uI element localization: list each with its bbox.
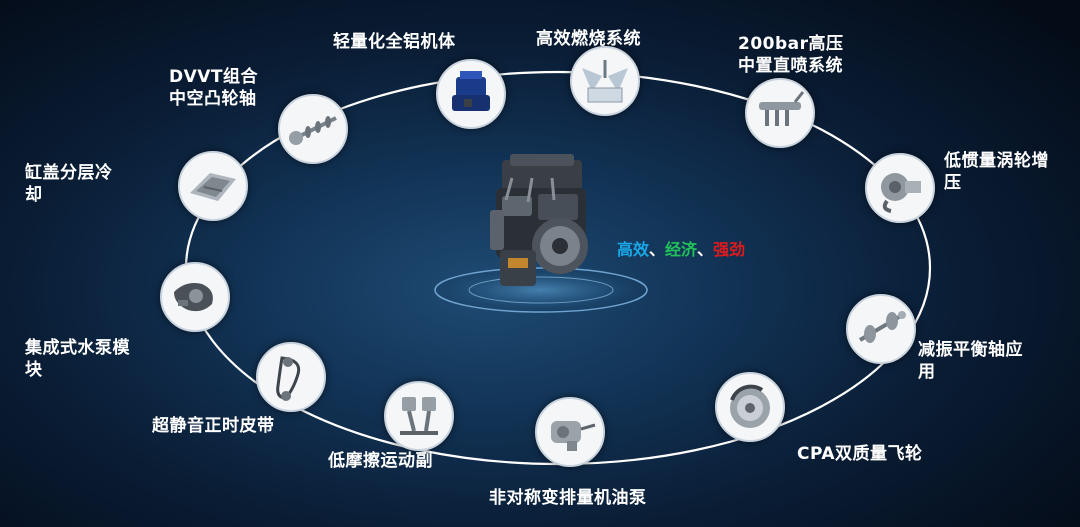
- label-high-pressure-injection: 200bar高压 中置直喷系统: [738, 33, 844, 77]
- label-variable-oil-pump: 非对称变排量机油泵: [489, 488, 647, 508]
- cylinder-head-icon: [178, 151, 248, 221]
- label-timing-belt: 超静音正时皮带: [152, 416, 275, 436]
- engine-platform-inner: [468, 276, 614, 304]
- label-line: 减振平衡轴应: [918, 340, 1023, 360]
- tagline-separator: 、: [697, 240, 714, 259]
- label-line: 低惯量涡轮增: [944, 151, 1049, 171]
- label-dvvt-camshaft: DVVT组合 中空凸轮轴: [169, 66, 258, 110]
- label-efficient-combustion: 高效燃烧系统: [536, 29, 641, 49]
- label-line: 集成式水泵模: [25, 338, 130, 358]
- label-line: 中置直喷系统: [738, 56, 843, 76]
- balance-shaft-icon: [846, 294, 916, 364]
- label-lightweight-aluminum-block: 轻量化全铝机体: [333, 32, 456, 52]
- tagline-economical: 经济: [665, 240, 698, 259]
- label-line: 块: [25, 360, 43, 380]
- label-balance-shaft: 减振平衡轴应 用: [918, 339, 1023, 383]
- label-line: 缸盖分层冷: [25, 163, 113, 183]
- piston-rod-icon: [384, 381, 454, 451]
- combustion-chamber-icon: [570, 46, 640, 116]
- engine-image: [490, 154, 588, 286]
- turbocharger-icon: [865, 153, 935, 223]
- label-cylinder-head-cooling: 缸盖分层冷 却: [25, 162, 113, 206]
- timing-belt-icon: [256, 342, 326, 412]
- label-line: 中空凸轮轴: [169, 89, 257, 109]
- engine-platform: [434, 267, 648, 313]
- label-water-pump: 集成式水泵模 块: [25, 337, 130, 381]
- label-line: 用: [918, 362, 936, 382]
- tagline-efficient: 高效: [617, 240, 650, 259]
- tagline-separator: 、: [649, 240, 666, 259]
- camshaft-icon: [278, 94, 348, 164]
- tagline-powerful: 强劲: [713, 240, 746, 259]
- engine-block-icon: [436, 59, 506, 129]
- flywheel-icon: [715, 372, 785, 442]
- water-pump-icon: [160, 262, 230, 332]
- fuel-injector-rail-icon: [745, 78, 815, 148]
- label-line: 却: [25, 185, 43, 205]
- label-low-inertia-turbo: 低惯量涡轮增 压: [944, 150, 1049, 194]
- oil-pump-icon: [535, 397, 605, 467]
- tagline: 高效、经济、强劲: [617, 236, 745, 260]
- label-line: 压: [944, 173, 962, 193]
- label-dual-mass-flywheel: CPA双质量飞轮: [797, 444, 923, 464]
- label-low-friction: 低摩擦运动副: [328, 451, 433, 471]
- label-line: 200bar高压: [738, 34, 844, 54]
- label-line: DVVT组合: [169, 67, 259, 87]
